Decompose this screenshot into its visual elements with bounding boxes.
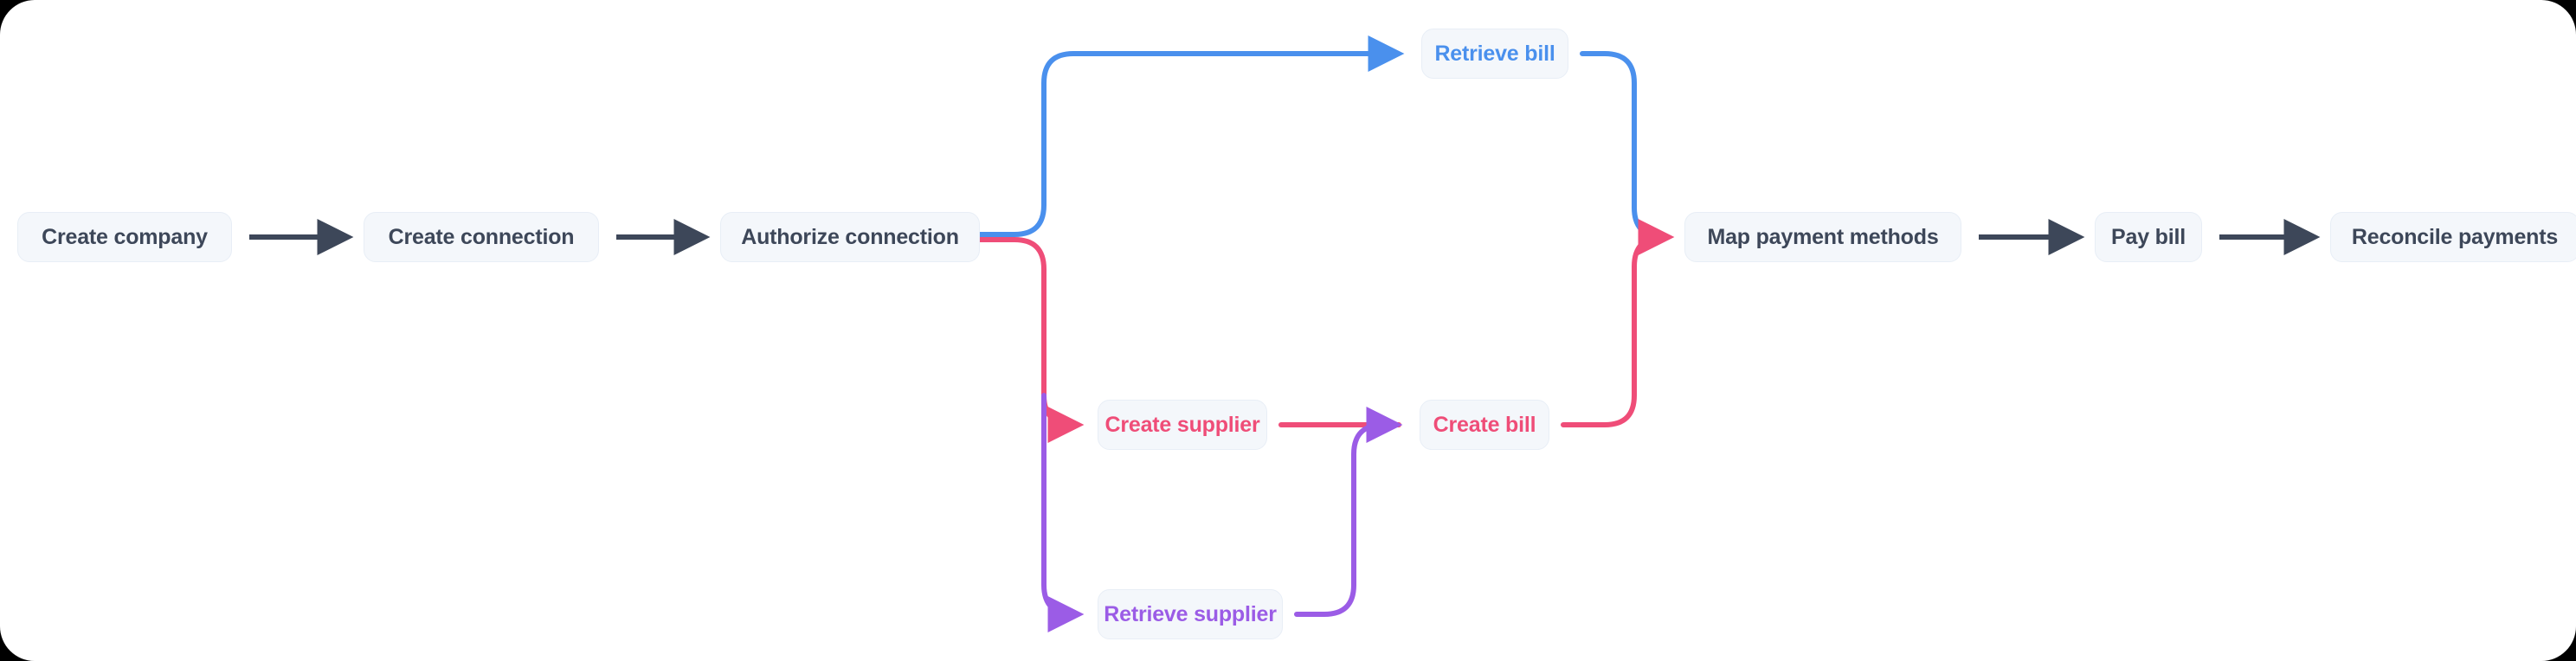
edge-authorize-connection-to-retrieve-supplier [1041, 393, 1085, 632]
node-create-connection[interactable]: Create connection [364, 212, 599, 262]
node-create-bill[interactable]: Create bill [1420, 400, 1549, 450]
node-create-supplier[interactable]: Create supplier [1098, 400, 1267, 450]
node-create-company[interactable]: Create company [17, 212, 232, 262]
edge-authorize-connection-to-retrieve-bill [977, 35, 1405, 237]
edge-create-bill-to-map-payment-methods [1561, 219, 1675, 427]
node-pay-bill[interactable]: Pay bill [2095, 212, 2202, 262]
edge-retrieve-bill-to-map-payment-methods [1580, 51, 1670, 240]
node-map-payment-methods[interactable]: Map payment methods [1684, 212, 1961, 262]
node-authorize-connection[interactable]: Authorize connection [720, 212, 980, 262]
edge-retrieve-supplier-to-create-bill [1294, 407, 1403, 617]
node-retrieve-supplier[interactable]: Retrieve supplier [1098, 589, 1283, 639]
node-retrieve-bill[interactable]: Retrieve bill [1421, 29, 1568, 79]
node-reconcile-payments[interactable]: Reconcile payments [2330, 212, 2576, 262]
edge-authorize-connection-to-create-supplier [977, 237, 1085, 443]
